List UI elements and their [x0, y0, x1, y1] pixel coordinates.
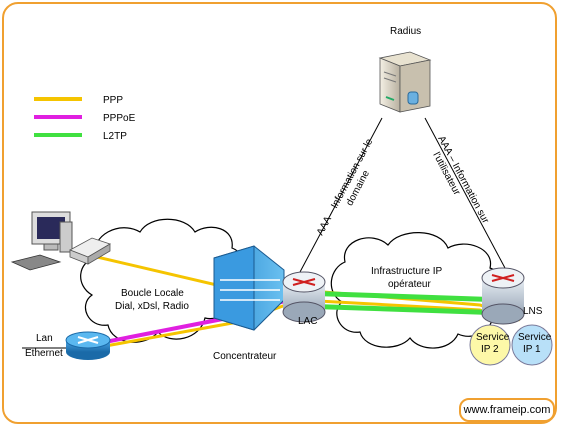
service-ip1-bubble: Service IP 1	[511, 324, 553, 366]
lns-router-icon	[481, 267, 525, 325]
lac-router-icon	[282, 271, 326, 323]
ip-infra-title: Infrastructure IP	[371, 266, 442, 277]
l2tp-tunnel-bottom	[299, 303, 506, 316]
lan-label: Lan	[36, 333, 53, 344]
radius-label: Radius	[390, 26, 421, 37]
legend-pppoe-label: PPPoE	[103, 113, 136, 124]
service-ip1-line1: Service	[518, 332, 552, 343]
diagram-frame	[2, 2, 557, 424]
legend-l2tp-label: L2TP	[103, 131, 127, 142]
lac-label: LAC	[298, 316, 317, 327]
legend: PPP PPPoE L2TP	[34, 95, 136, 142]
ip-infra-subtitle: opérateur	[388, 279, 431, 290]
legend-ppp-label: PPP	[103, 95, 123, 106]
service-ip1-line2: IP 1	[523, 344, 541, 355]
aaa-left-text-1: AAA – Information sur le	[315, 137, 376, 238]
aaa-right-line	[424, 117, 506, 269]
lan-router-icon	[65, 331, 111, 360]
l2tp-tunnel-top	[299, 290, 506, 303]
local-loop-subtitle: Dial, xDsl, Radio	[115, 301, 189, 312]
concentrator-label: Concentrateur	[213, 351, 277, 362]
modem-icon	[69, 237, 111, 265]
website-url[interactable]: www.frameip.com	[459, 398, 555, 422]
lns-label: LNS	[523, 306, 543, 317]
service-ip2-line1: Service	[476, 332, 510, 343]
concentrator-icon	[213, 245, 285, 331]
aaa-left-line	[299, 117, 383, 273]
computer-icon	[10, 211, 73, 271]
service-ip2-line2: IP 2	[481, 344, 499, 355]
radius-server-icon	[378, 51, 432, 113]
service-ip2-bubble: Service IP 2	[469, 324, 511, 366]
ethernet-label: Ethernet	[25, 348, 63, 359]
local-loop-title: Boucle Locale	[121, 288, 184, 299]
